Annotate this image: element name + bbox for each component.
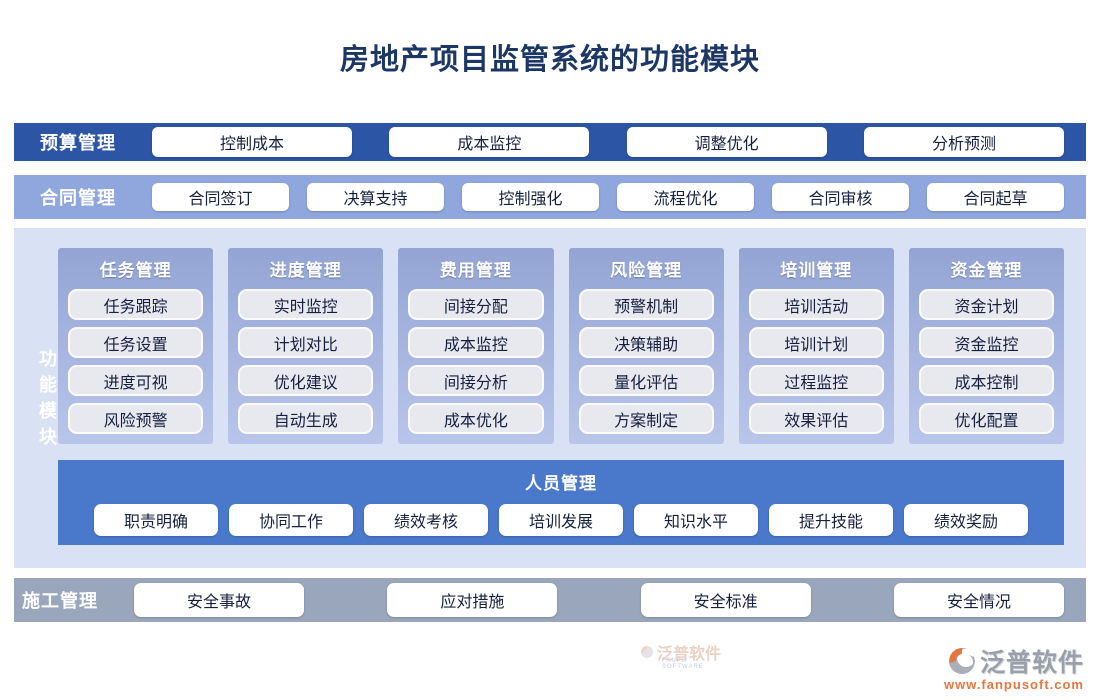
contract-item: 控制强化 <box>462 183 599 211</box>
contract-item: 合同起草 <box>927 183 1064 211</box>
fanpu-logo-icon <box>948 648 975 674</box>
column-item: 任务跟踪 <box>68 289 204 320</box>
column-item: 成本优化 <box>408 403 544 434</box>
personnel-item: 绩效奖励 <box>904 504 1028 536</box>
column-header: 风险管理 <box>610 261 683 280</box>
column-header: 进度管理 <box>269 261 342 280</box>
personnel-item: 绩效考核 <box>364 504 488 536</box>
column-item: 效果评估 <box>748 403 884 434</box>
module-column-progress: 进度管理 实时监控 计划对比 优化建议 自动生成 <box>228 248 384 444</box>
module-columns: 任务管理 任务跟踪 任务设置 进度可视 风险预警 进度管理 实时监控 计划对比 … <box>58 248 1065 444</box>
vendor-logo-url: www.fanpusoft.com <box>943 677 1084 692</box>
column-header: 资金管理 <box>950 261 1023 280</box>
personnel-items: 职责明确 协同工作 绩效考核 培训发展 知识水平 提升技能 绩效奖励 <box>94 504 1028 536</box>
contract-item: 合同签订 <box>152 183 289 211</box>
construction-row-label: 施工管理 <box>22 591 98 611</box>
personnel-item: 职责明确 <box>94 504 218 536</box>
vendor-logo-name: 泛普软件 <box>979 649 1084 677</box>
column-item: 间接分析 <box>408 365 544 396</box>
contract-item: 决算支持 <box>307 183 444 211</box>
column-header: 培训管理 <box>780 261 853 280</box>
personnel-item: 培训发展 <box>499 504 623 536</box>
budget-row: 预算管理 控制成本 成本监控 调整优化 分析预测 <box>14 123 1086 161</box>
column-item: 量化评估 <box>578 365 714 396</box>
column-item: 任务设置 <box>68 327 204 358</box>
column-item: 计划对比 <box>238 327 374 358</box>
construction-row: 施工管理 安全事故 应对措施 安全标准 安全情况 <box>14 578 1086 622</box>
module-column-training: 培训管理 培训活动 培训计划 过程监控 效果评估 <box>738 248 894 444</box>
contract-item: 合同审核 <box>772 183 909 211</box>
construction-item: 应对措施 <box>387 583 558 617</box>
construction-row-items: 安全事故 应对措施 安全标准 安全情况 <box>134 583 1064 617</box>
column-item: 资金监控 <box>918 327 1055 358</box>
column-item: 优化建议 <box>238 365 374 396</box>
column-item: 风险预警 <box>68 403 204 434</box>
construction-item: 安全标准 <box>640 583 811 617</box>
budget-item: 控制成本 <box>152 127 352 157</box>
column-item: 优化配置 <box>918 403 1055 434</box>
column-item: 进度可视 <box>68 365 204 396</box>
budget-item: 分析预测 <box>863 127 1064 157</box>
function-modules-panel: 功能模块 任务管理 任务跟踪 任务设置 进度可视 风险预警 进度管理 实时监控 … <box>14 228 1086 670</box>
budget-row-label: 预算管理 <box>40 133 116 153</box>
personnel-item: 提升技能 <box>769 504 893 536</box>
vendor-logo-top: 泛普软件 <box>944 643 1084 679</box>
column-item: 培训计划 <box>748 327 884 358</box>
contract-row: 合同管理 合同签订 决算支持 控制强化 流程优化 合同审核 合同起草 <box>14 175 1086 219</box>
panel-side-label: 功能模块 <box>39 348 57 448</box>
construction-item: 安全事故 <box>134 583 304 617</box>
watermark-text: 泛普软件 <box>657 646 722 663</box>
watermark: 泛普软件 FANPU SOFTWARE <box>640 640 722 670</box>
column-item: 自动生成 <box>238 403 374 434</box>
construction-item: 安全情况 <box>893 583 1064 617</box>
contract-item: 流程优化 <box>617 183 754 211</box>
column-item: 实时监控 <box>238 289 374 320</box>
module-column-task: 任务管理 任务跟踪 任务设置 进度可视 风险预警 <box>58 248 214 444</box>
column-header: 费用管理 <box>439 261 512 280</box>
fanpu-watermark-icon <box>640 645 654 659</box>
budget-row-items: 控制成本 成本监控 调整优化 分析预测 <box>152 127 1064 157</box>
column-item: 资金计划 <box>918 289 1055 320</box>
column-header: 任务管理 <box>99 261 172 280</box>
contract-row-items: 合同签订 决算支持 控制强化 流程优化 合同审核 合同起草 <box>152 183 1064 211</box>
watermark-caption: FANPU SOFTWARE <box>662 658 704 670</box>
column-item: 培训活动 <box>748 289 884 320</box>
personnel-item: 知识水平 <box>634 504 758 536</box>
column-item: 成本监控 <box>408 327 544 358</box>
budget-item: 调整优化 <box>626 127 827 157</box>
contract-row-label: 合同管理 <box>40 188 116 208</box>
personnel-header: 人员管理 <box>525 474 597 493</box>
module-column-cost: 费用管理 间接分配 成本监控 间接分析 成本优化 <box>398 248 554 444</box>
column-item: 决策辅助 <box>578 327 714 358</box>
module-column-risk: 风险管理 预警机制 决策辅助 量化评估 方案制定 <box>568 248 724 444</box>
vendor-logo: 泛普软件 www.fanpusoft.com <box>944 643 1084 692</box>
personnel-item: 协同工作 <box>229 504 353 536</box>
column-item: 方案制定 <box>578 403 714 434</box>
personnel-section: 人员管理 职责明确 协同工作 绩效考核 培训发展 知识水平 提升技能 绩效奖励 <box>58 460 1064 545</box>
column-item: 成本控制 <box>918 365 1055 396</box>
column-item: 间接分配 <box>408 289 544 320</box>
page-title: 房地产项目监管系统的功能模块 <box>339 44 760 76</box>
column-item: 预警机制 <box>578 289 714 320</box>
column-item: 过程监控 <box>748 365 884 396</box>
budget-item: 成本监控 <box>389 127 590 157</box>
module-column-funds: 资金管理 资金计划 资金监控 成本控制 优化配置 <box>908 248 1065 444</box>
